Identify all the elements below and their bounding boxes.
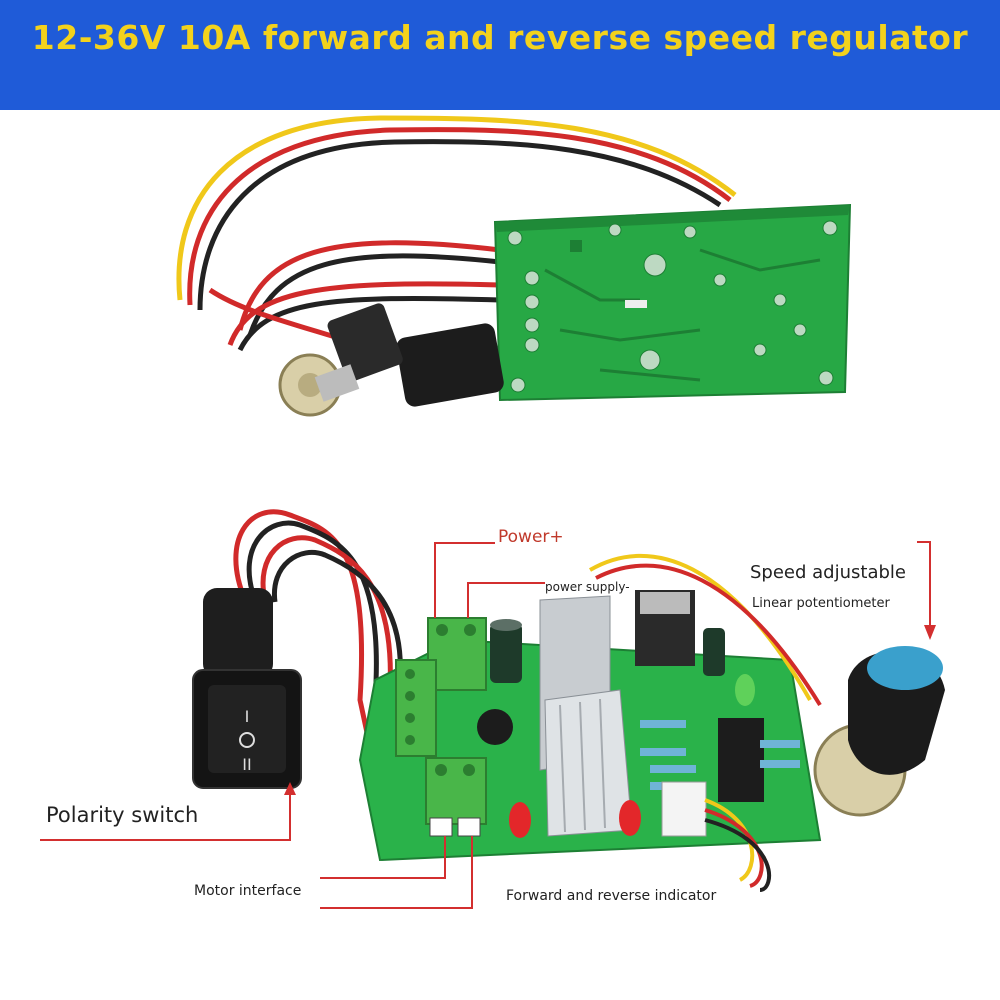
bottom-board-view: I II (192, 509, 945, 892)
banner-title: 12-36V 10A forward and reverse speed reg… (31, 18, 969, 57)
label-forward-reverse-indicator: Forward and reverse indicator (506, 888, 717, 904)
callout-arrows (284, 625, 936, 795)
label-power-plus: Power+ (498, 527, 564, 547)
title-banner: 12-36V 10A forward and reverse speed reg… (0, 0, 1000, 110)
label-speed-adjustable: Speed adjustable (750, 562, 906, 583)
label-linear-potentiometer: Linear potentiometer (752, 596, 890, 611)
svg-text:II: II (242, 755, 251, 774)
label-power-supply: power supply- (545, 580, 630, 594)
svg-text:I: I (245, 707, 250, 726)
top-board-view (176, 115, 852, 417)
label-polarity-switch: Polarity switch (46, 803, 199, 827)
callout-lines (40, 541, 931, 909)
label-motor-interface: Motor interface (194, 883, 302, 899)
